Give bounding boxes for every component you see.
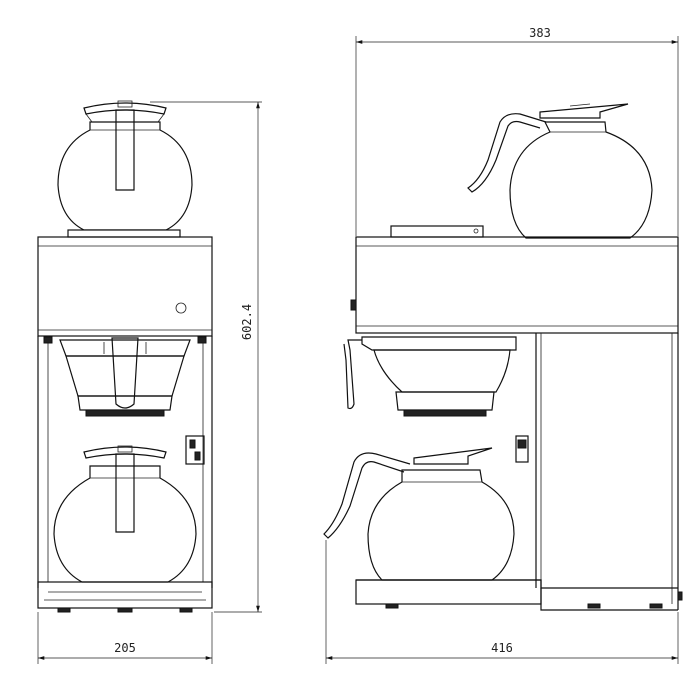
side-bottom-carafe xyxy=(323,447,515,581)
front-body xyxy=(37,236,213,613)
side-top-width-label: 383 xyxy=(529,26,551,40)
height-label: 602.4 xyxy=(240,304,254,340)
side-top-width-dimension: 383 xyxy=(355,26,679,236)
side-view: 383 416 xyxy=(323,26,683,664)
side-top-carafe xyxy=(467,103,653,239)
front-width-label: 205 xyxy=(114,641,136,655)
front-switch-icon xyxy=(185,435,205,465)
side-bottom-width-dimension: 416 xyxy=(325,540,679,664)
side-bottom-width-label: 416 xyxy=(491,641,513,655)
side-filter-basket xyxy=(343,336,517,417)
height-dimension: 602.4 xyxy=(150,101,262,613)
side-switch-icon xyxy=(515,435,529,463)
front-view: 602.4 205 xyxy=(37,100,262,664)
front-filter-basket xyxy=(43,336,207,417)
power-indicator-icon xyxy=(175,302,187,314)
side-body xyxy=(350,236,683,611)
side-top-plate xyxy=(390,225,484,238)
front-top-carafe xyxy=(57,100,193,238)
front-bottom-carafe xyxy=(53,445,197,583)
front-width-dimension: 205 xyxy=(37,612,213,664)
